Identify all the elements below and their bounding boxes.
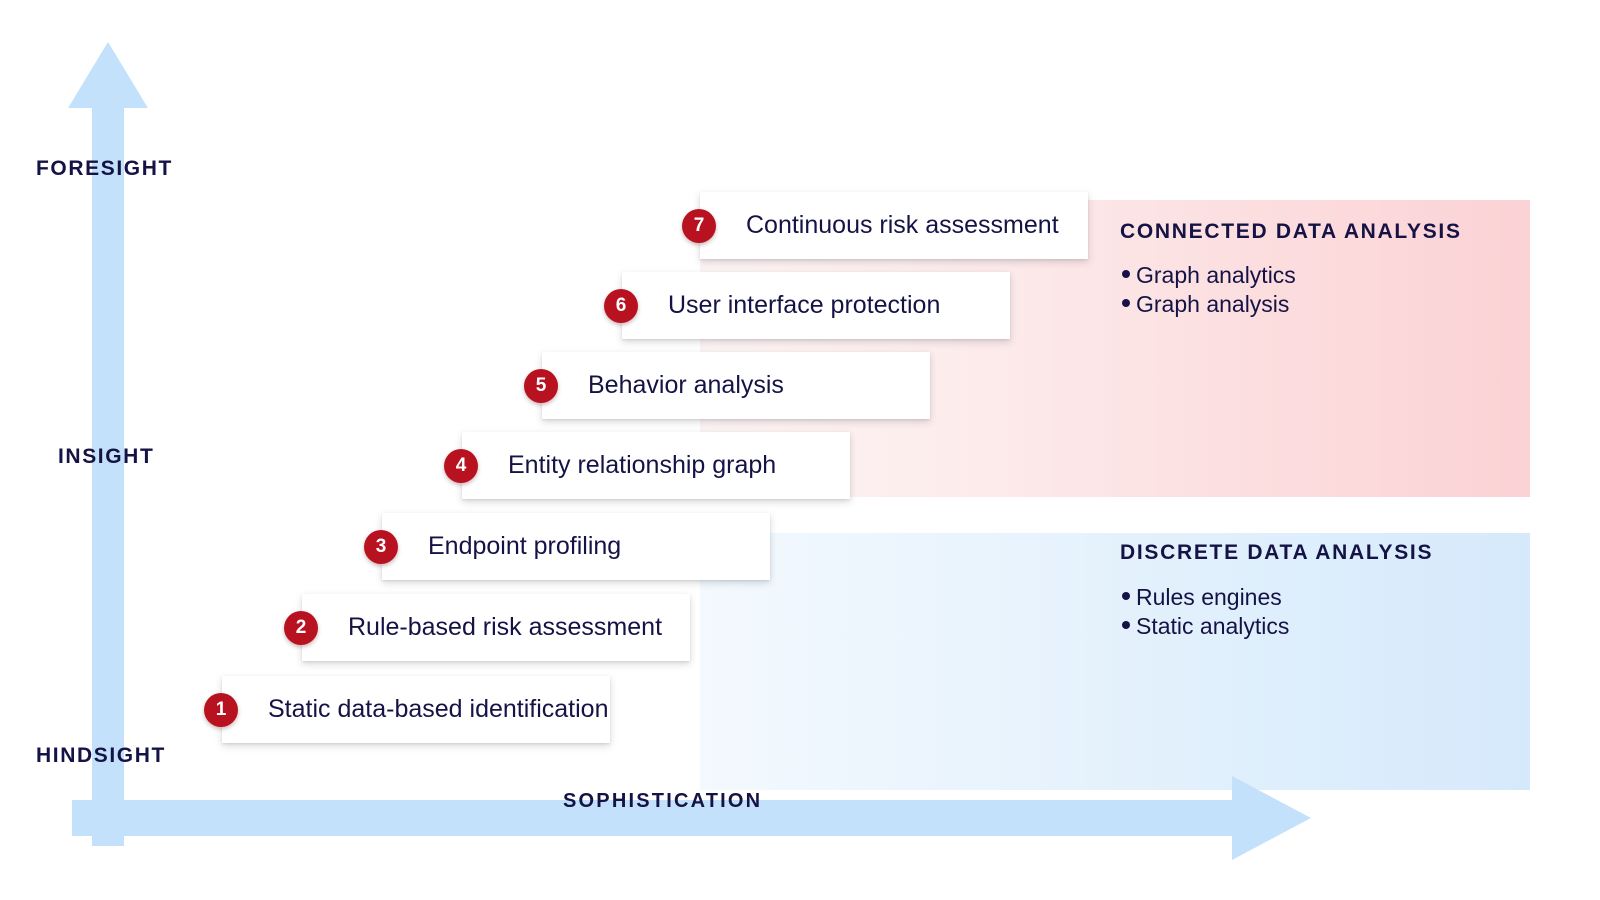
bullet-dot-icon	[1122, 592, 1130, 600]
step-label: Static data-based identification	[268, 695, 609, 723]
step-label: Behavior analysis	[588, 371, 784, 399]
step-number-badge: 2	[284, 610, 318, 645]
step-number-badge: 7	[682, 208, 716, 243]
bullet-dot-icon	[1122, 299, 1130, 307]
step-card-3[interactable]: 3 Endpoint profiling	[364, 513, 770, 580]
step-number-badge: 6	[604, 288, 638, 323]
step-card-6[interactable]: 6 User interface protection	[604, 272, 1010, 339]
list-item: Graph analytics	[1122, 261, 1296, 290]
step-number-badge: 4	[444, 448, 478, 483]
list-item: Graph analysis	[1122, 290, 1296, 319]
connected-data-analysis-title: CONNECTED DATA ANALYSIS	[1120, 220, 1462, 243]
step-card-4[interactable]: 4 Entity relationship graph	[444, 432, 850, 499]
bullet-text: Graph analytics	[1136, 262, 1296, 288]
discrete-data-analysis-title: DISCRETE DATA ANALYSIS	[1120, 541, 1434, 564]
step-number-badge: 3	[364, 529, 398, 564]
axis-label-sophistication: SOPHISTICATION	[563, 790, 763, 812]
connected-data-analysis-bullets: Graph analytics Graph analysis	[1122, 261, 1296, 319]
discrete-data-analysis-bullets: Rules engines Static analytics	[1122, 583, 1289, 641]
step-label: Continuous risk assessment	[746, 211, 1059, 239]
discrete-data-analysis-panel	[700, 533, 1530, 790]
step-label: Rule-based risk assessment	[348, 613, 663, 641]
step-label: Endpoint profiling	[428, 532, 622, 560]
list-item: Rules engines	[1122, 583, 1289, 612]
bullet-text: Rules engines	[1136, 584, 1282, 610]
step-number-badge: 1	[204, 692, 238, 727]
up-arrow-icon	[68, 42, 148, 846]
step-label: User interface protection	[668, 291, 941, 319]
step-card-2[interactable]: 2 Rule-based risk assessment	[284, 594, 690, 661]
step-card-7[interactable]: 7 Continuous risk assessment	[682, 192, 1088, 259]
step-card-5[interactable]: 5 Behavior analysis	[524, 352, 930, 419]
step-number-badge: 5	[524, 368, 558, 403]
bullet-text: Graph analysis	[1136, 291, 1290, 317]
bullet-dot-icon	[1122, 621, 1130, 629]
right-arrow-icon	[72, 776, 1311, 860]
axis-label-insight: INSIGHT	[58, 445, 155, 468]
bullet-dot-icon	[1122, 270, 1130, 278]
bullet-text: Static analytics	[1136, 613, 1290, 639]
axis-label-hindsight: HINDSIGHT	[36, 744, 166, 767]
axis-label-foresight: FORESIGHT	[36, 157, 173, 180]
step-label: Entity relationship graph	[508, 451, 777, 479]
list-item: Static analytics	[1122, 612, 1289, 641]
step-card-1[interactable]: 1 Static data-based identification	[204, 676, 610, 743]
